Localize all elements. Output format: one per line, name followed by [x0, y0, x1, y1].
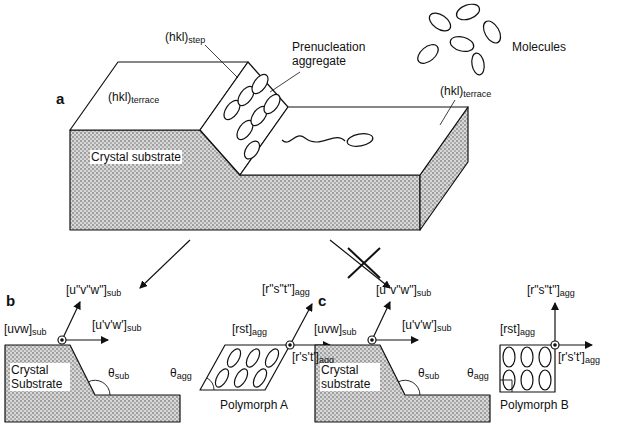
panel-letter: c: [318, 294, 326, 308]
substrate-label: Crystal substrate: [90, 150, 182, 164]
plane-label: (hkl)step: [165, 30, 205, 44]
polymorph-label: Polymorph A: [220, 398, 288, 412]
plane-label: (hkl)terrace: [440, 84, 491, 98]
direction-label: [uvw]sub: [314, 322, 357, 336]
direction-label: [r"s"t"]agg: [527, 283, 575, 297]
substrate-label: Crystal Substrate: [10, 363, 70, 391]
direction-label: [u"v"w"]sub: [376, 283, 431, 297]
direction-label: [r's't']agg: [292, 350, 334, 364]
direction-label: [u"v"w"]sub: [66, 283, 121, 297]
direction-label: [u'v'w']sub: [402, 318, 451, 332]
polymorph-label: Polymorph B: [500, 398, 569, 412]
panel-letter: a: [56, 92, 64, 106]
plane-label: (hkl)terrace: [108, 90, 159, 104]
substrate-label: Crystal substrate: [320, 363, 380, 391]
aggregate-label: Prenucleation aggregate: [292, 40, 380, 68]
direction-label: [r"s"t"]agg: [262, 282, 310, 296]
angle-label: θsub: [418, 366, 439, 380]
direction-label: [uvw]sub: [4, 322, 47, 336]
panel-letter: b: [6, 294, 15, 308]
direction-label: [rst]agg: [500, 322, 535, 336]
angle-label: θagg: [467, 366, 489, 380]
angle-label: θsub: [108, 366, 129, 380]
angle-label: θagg: [170, 366, 192, 380]
direction-label: [r's't']agg: [558, 350, 600, 364]
molecules-label: Molecules: [512, 40, 566, 54]
direction-label: [u'v'w']sub: [92, 318, 141, 332]
direction-label: [rst]agg: [232, 322, 267, 336]
